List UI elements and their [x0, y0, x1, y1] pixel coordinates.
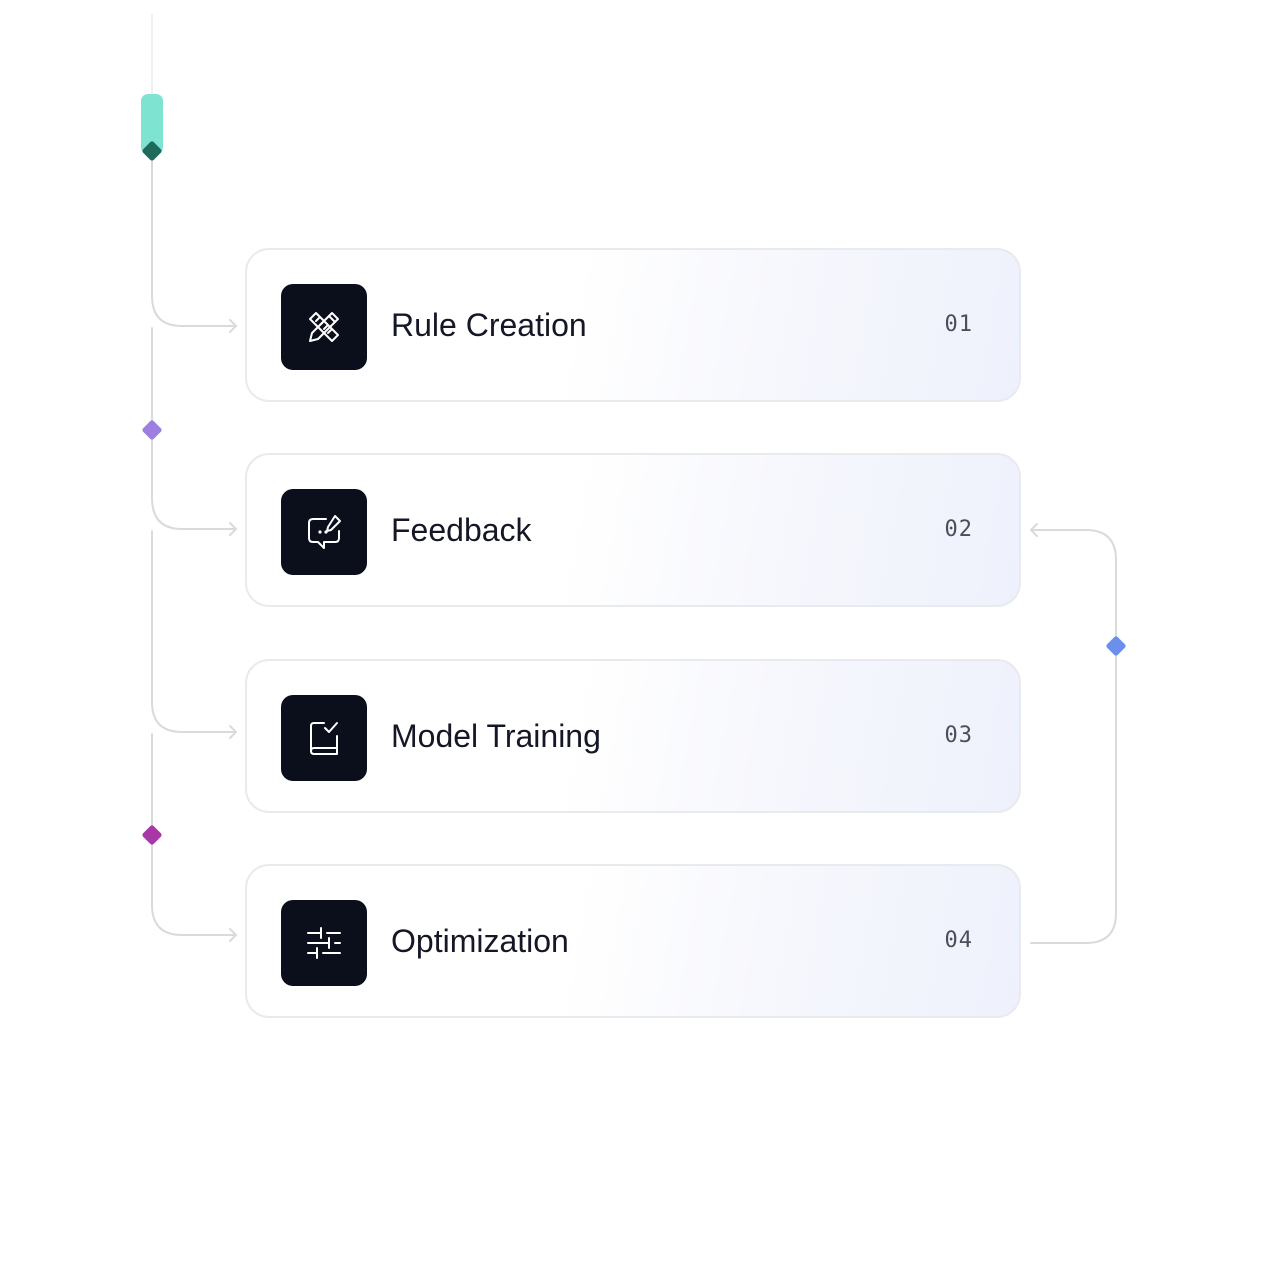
step-title: Optimization — [391, 923, 569, 959]
connector-step-4 — [151, 733, 237, 936]
feedback-marker-diamond — [1106, 636, 1126, 656]
step-card-rule-creation[interactable]: Rule Creation 01 — [245, 248, 1021, 402]
step-title: Rule Creation — [391, 307, 587, 343]
marker-diamond-1 — [142, 420, 162, 440]
step-card-feedback[interactable]: Feedback 02 — [245, 453, 1021, 607]
arrowhead-step-1 — [229, 319, 237, 333]
step-number: 04 — [944, 928, 973, 953]
start-diamond — [142, 141, 162, 161]
connector-step-1 — [151, 159, 237, 327]
step-card-optimization[interactable]: Optimization 04 — [245, 864, 1021, 1018]
arrowhead-step-2 — [229, 522, 237, 536]
step-number: 03 — [944, 723, 973, 748]
connector-step-3 — [151, 530, 237, 733]
arrowhead-step-3 — [229, 725, 237, 739]
step-number: 02 — [944, 517, 973, 542]
feedback-loop-line — [1030, 529, 1117, 944]
step-number: 01 — [944, 312, 973, 337]
connector-step-2 — [151, 327, 237, 530]
marker-diamond-2 — [142, 825, 162, 845]
start-capsule — [141, 94, 163, 154]
step-title: Feedback — [391, 512, 532, 548]
feedback-loop-arrowhead — [1030, 523, 1038, 537]
step-card-model-training[interactable]: Model Training 03 — [245, 659, 1021, 813]
pencil-ruler-icon — [281, 284, 367, 370]
message-edit-icon — [281, 489, 367, 575]
sliders-icon — [281, 900, 367, 986]
arrowhead-step-4 — [229, 928, 237, 942]
step-title: Model Training — [391, 718, 601, 754]
book-check-icon — [281, 695, 367, 781]
